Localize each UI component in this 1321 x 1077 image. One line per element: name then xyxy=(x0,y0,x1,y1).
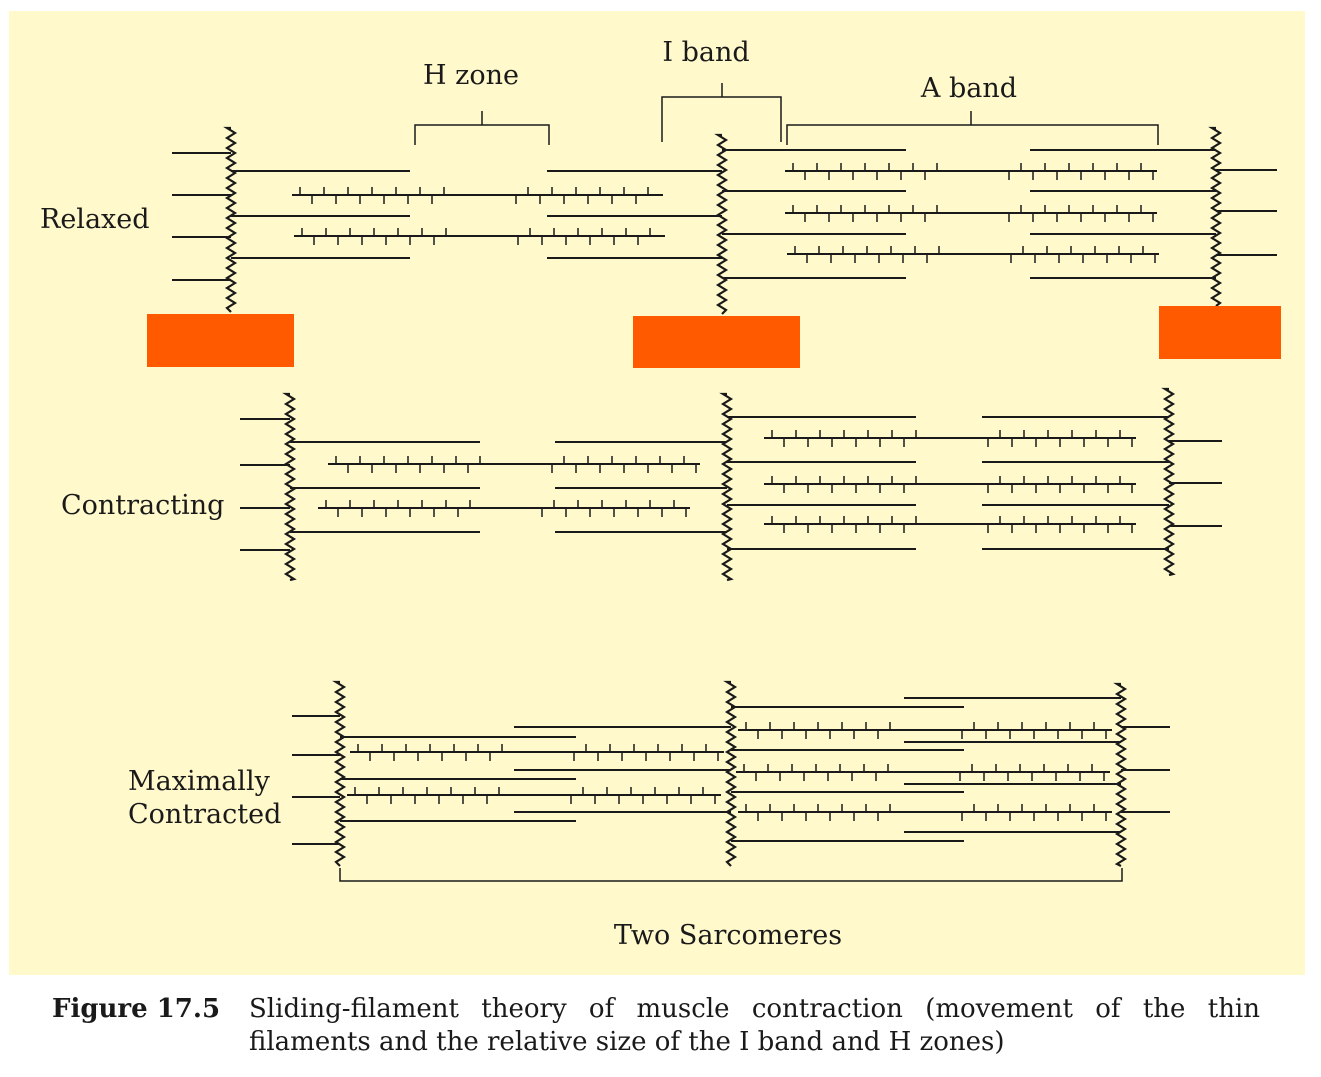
myosin-head xyxy=(325,500,687,517)
h-zone-bracket xyxy=(414,111,550,145)
orange-block xyxy=(147,314,294,367)
myosin-head xyxy=(745,722,1107,739)
two-sarcomeres-label: Two Sarcomeres xyxy=(614,920,842,951)
z-line xyxy=(332,680,347,867)
maximally-label: Maximally xyxy=(128,766,271,797)
contracted-label: Contracted xyxy=(128,799,281,830)
two-sarcomeres-bracket xyxy=(339,868,1123,882)
z-line xyxy=(282,392,297,582)
z-line xyxy=(1208,126,1223,307)
sliding-filament-diagram: H zone I band A band Relaxed Contracting… xyxy=(40,37,1281,951)
a-band-bracket xyxy=(786,111,1159,145)
figure-number: Figure 17.5 xyxy=(52,994,221,1024)
z-line xyxy=(223,126,238,313)
myosin-head xyxy=(771,516,1133,533)
myosin-head xyxy=(301,228,651,245)
myosin-head xyxy=(792,163,1154,180)
caption-text: Sliding-filament theory of muscle contra… xyxy=(249,994,1260,1057)
myosin-head xyxy=(335,456,697,473)
z-line xyxy=(719,392,734,582)
contracting-label: Contracting xyxy=(61,490,224,521)
relaxed-label: Relaxed xyxy=(40,204,150,235)
z-line xyxy=(714,133,729,315)
z-line xyxy=(723,680,738,867)
figure-caption: Figure 17.5 Sliding-filament theory of m… xyxy=(52,993,1260,1059)
orange-block xyxy=(633,316,800,368)
myosin-head xyxy=(794,246,1156,263)
myosin-head xyxy=(357,744,719,761)
i-band-label: I band xyxy=(662,37,749,68)
myosin-head xyxy=(771,476,1133,493)
a-band-label: A band xyxy=(920,73,1017,104)
myosin-head xyxy=(743,764,1105,781)
h-zone-label: H zone xyxy=(423,60,519,91)
z-line xyxy=(1113,682,1128,867)
orange-block xyxy=(1159,306,1281,359)
myosin-head xyxy=(792,205,1154,222)
i-band-bracket xyxy=(661,83,782,142)
myosin-head xyxy=(354,787,716,804)
myosin-head xyxy=(771,430,1133,447)
myosin-head xyxy=(299,187,649,204)
myosin-head xyxy=(745,804,1107,821)
